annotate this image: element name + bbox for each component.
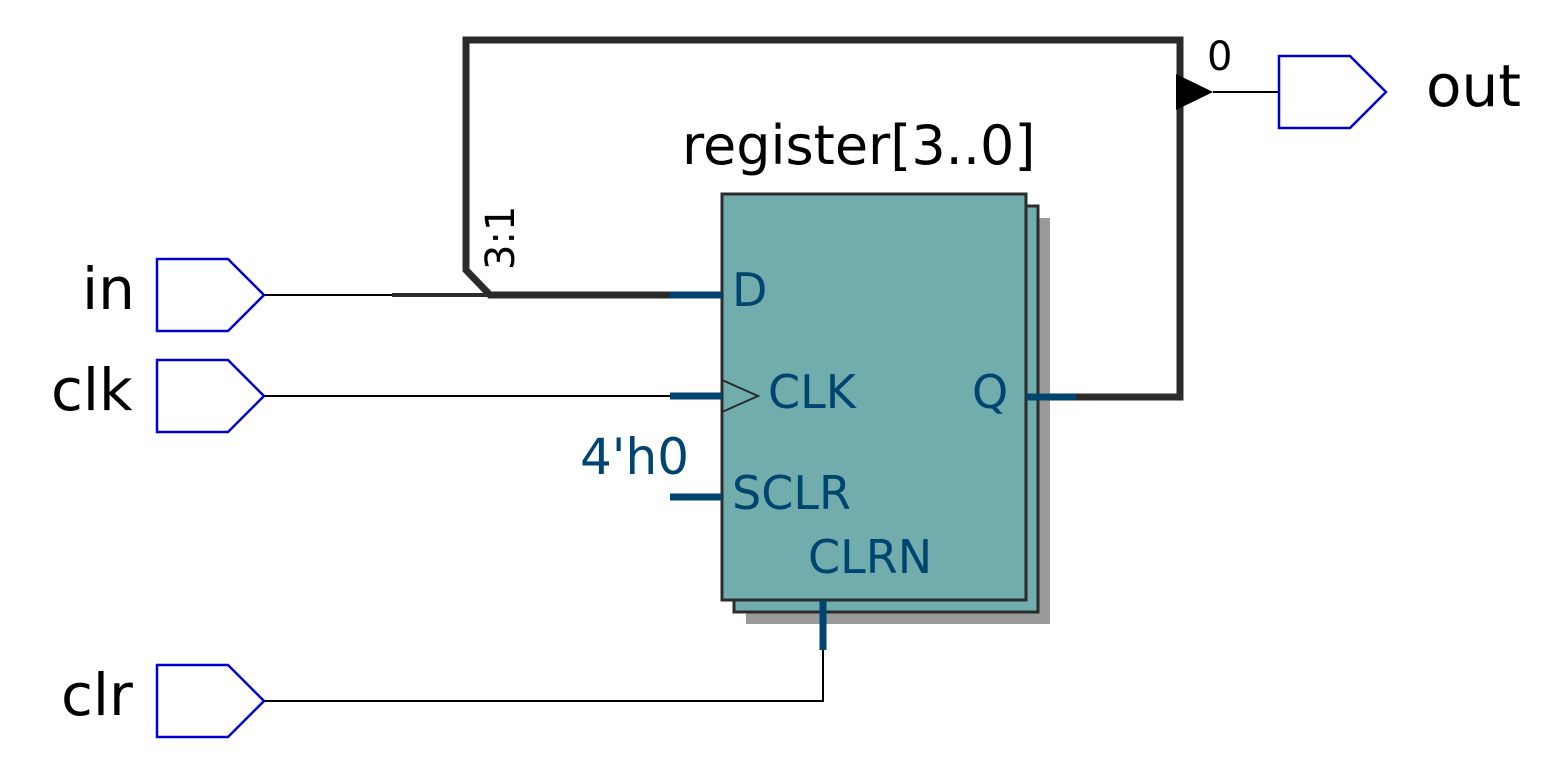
bus-ripper [463,267,493,298]
port-clr-label: clr [61,661,133,729]
input-port-in[interactable] [155,257,266,333]
out-bit-label: 0 [1207,34,1232,80]
clock-triangle [721,379,761,413]
input-port-clk[interactable] [155,358,266,434]
sclr-constant-label: 4'h0 [580,428,689,486]
register-block[interactable] [720,192,1028,602]
clr-wire [264,650,824,702]
output-port-out[interactable] [1277,54,1388,130]
pin-q-label: Q [972,365,1008,419]
bus-slice-label: 3:1 [478,206,524,270]
port-clk-label: clk [51,356,133,424]
out-bit-tap-arrow [1176,74,1213,110]
pin-sclr-label: SCLR [732,466,851,520]
register-title: register[3..0] [682,114,1035,177]
input-port-clr[interactable] [155,663,266,739]
pin-clk-label: CLK [768,365,858,419]
port-in-label: in [82,255,135,323]
pin-clrn-label: CLRN [808,530,932,584]
pin-d-label: D [732,263,767,317]
port-out-label: out [1426,52,1521,120]
